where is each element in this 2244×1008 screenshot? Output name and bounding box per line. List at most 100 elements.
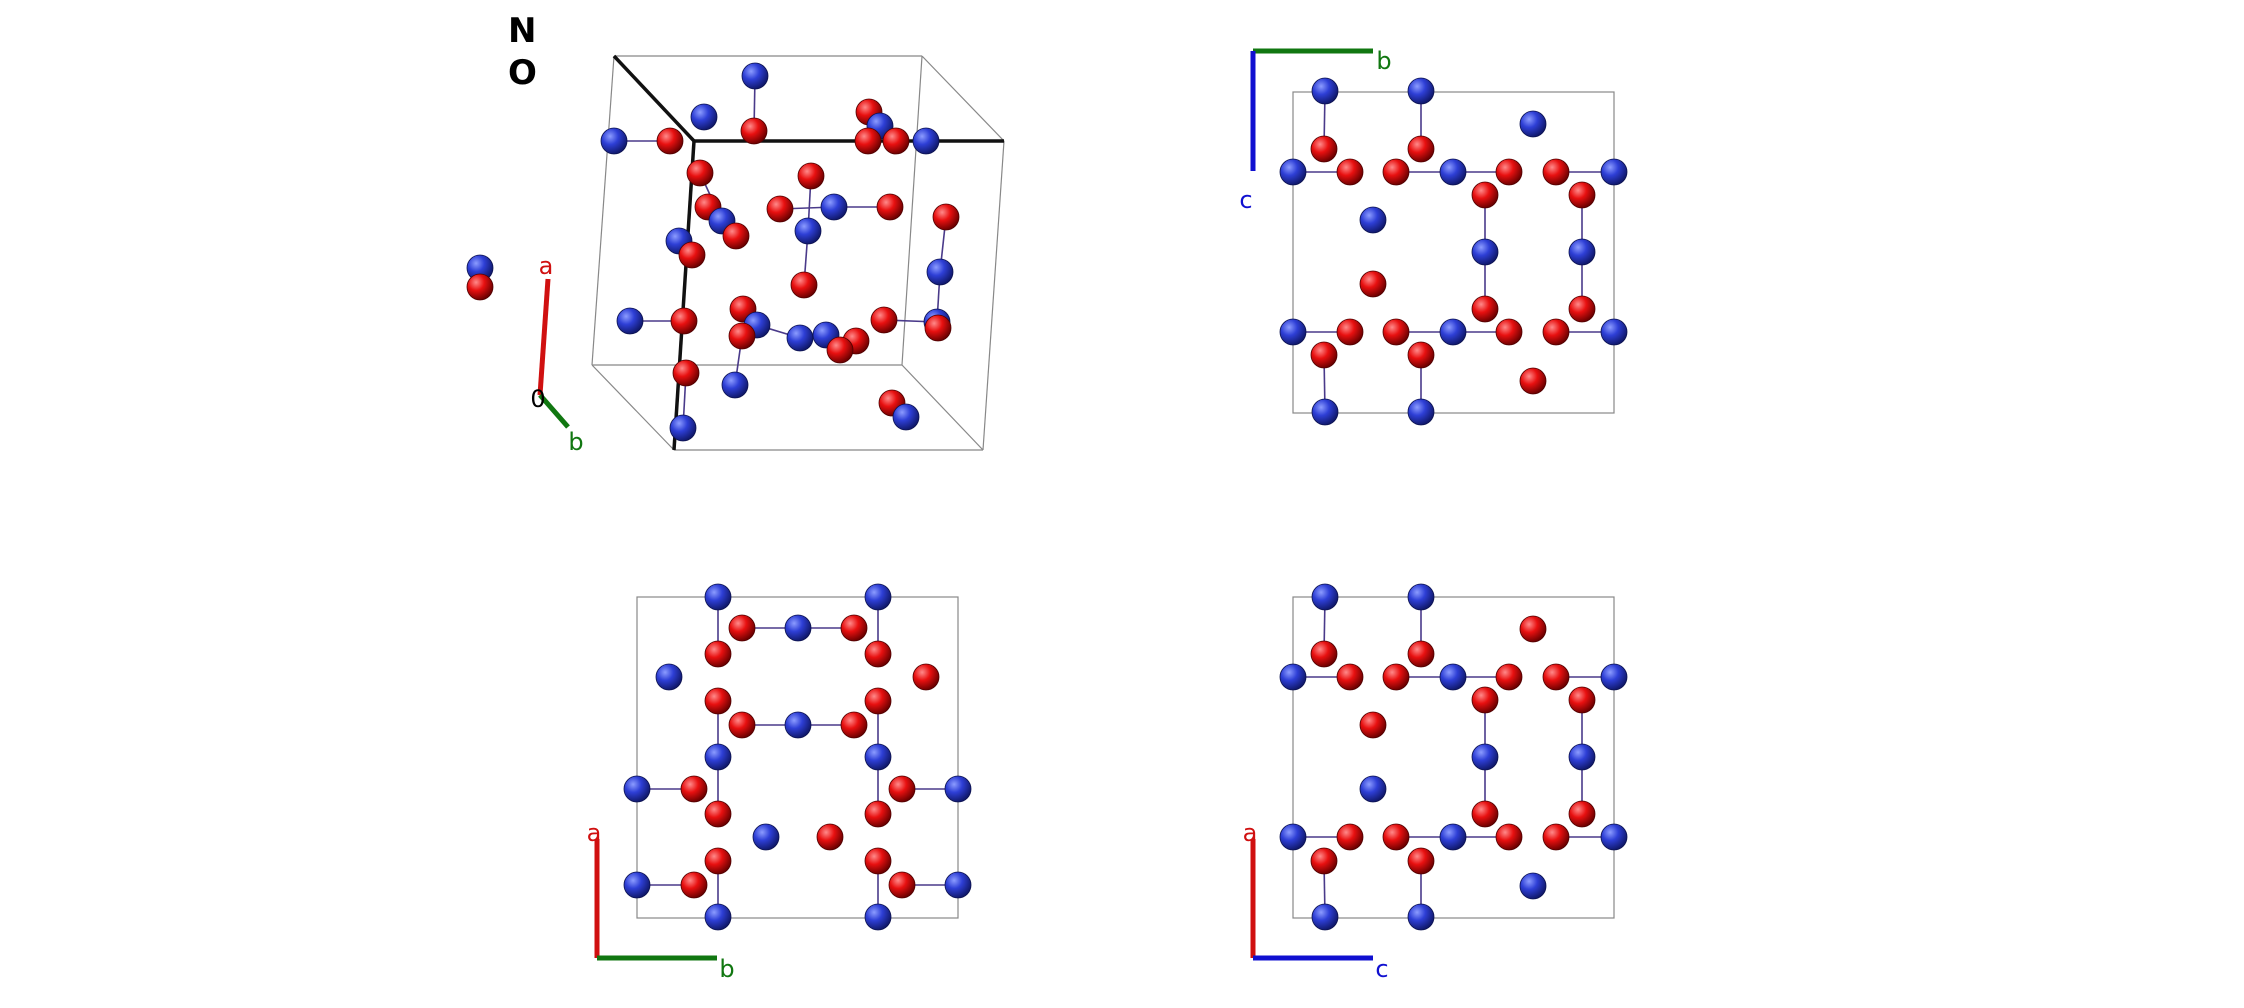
oxygen-atom [1407, 341, 1435, 369]
unit-cell-outline [636, 596, 959, 919]
nitrogen-atom [1439, 823, 1467, 851]
unit-cell-edge [591, 55, 615, 366]
oxygen-atom [864, 800, 892, 828]
oxygen-atom [870, 306, 898, 334]
oxygen-atom [766, 195, 794, 223]
nitrogen-atom [1407, 903, 1435, 931]
axis-a-label: a [539, 252, 554, 280]
nitrogen-atom [1311, 398, 1339, 426]
nitrogen-atom [623, 775, 651, 803]
oxygen-atom [1542, 663, 1570, 691]
unit-cell-edge [982, 140, 1005, 451]
oxygen-atom [728, 711, 756, 739]
oxygen-atom [1471, 800, 1499, 828]
nitrogen-atom [794, 217, 822, 245]
nitrogen-atom [1311, 77, 1339, 105]
nitrogen-atom [1600, 318, 1628, 346]
oxygen-atom [1407, 135, 1435, 163]
nitrogen-atom [1568, 743, 1596, 771]
oxygen-atom [728, 614, 756, 642]
unit-cell-edge [591, 364, 675, 451]
nitrogen-atom [721, 371, 749, 399]
oxygen-atom [1382, 823, 1410, 851]
oxygen-atom [840, 711, 868, 739]
unit-cell-layer [591, 54, 1615, 919]
nitrogen-atom [1439, 158, 1467, 186]
nitrogen-atom [1600, 823, 1628, 851]
nitrogen-atom [704, 903, 732, 931]
oxygen-atom [704, 640, 732, 668]
nitrogen-atom [892, 403, 920, 431]
oxygen-atom [797, 162, 825, 190]
oxygen-atom [672, 359, 700, 387]
nitrogen-atom [623, 871, 651, 899]
front-cell-edge [612, 54, 696, 143]
axis-a-label: a [587, 819, 602, 847]
oxygen-atom [680, 775, 708, 803]
panel-ab-projection [636, 596, 959, 919]
nitrogen-atom [944, 871, 972, 899]
oxygen-atom [1495, 823, 1523, 851]
oxygen-atom [680, 871, 708, 899]
oxygen-atom [924, 314, 952, 342]
nitrogen-atom [1359, 775, 1387, 803]
oxygen-atom [854, 127, 882, 155]
oxygen-atom [876, 193, 904, 221]
oxygen-atom [1407, 847, 1435, 875]
oxygen-atom [1310, 640, 1338, 668]
oxygen-atom [704, 687, 732, 715]
oxygen-atom [466, 273, 494, 301]
axis-b-label: b [719, 955, 734, 983]
nitrogen-atom [690, 103, 718, 131]
oxygen-atom [888, 871, 916, 899]
oxygen-atom [864, 847, 892, 875]
nitrogen-atom [1407, 398, 1435, 426]
nitrogen-atom [864, 583, 892, 611]
oxygen-atom [686, 159, 714, 187]
nitrogen-atom [784, 711, 812, 739]
oxygen-atom [1471, 295, 1499, 323]
axis-origin-label: 0 [530, 385, 545, 413]
axis-a-line [537, 278, 551, 396]
unit-cell-edge [901, 364, 984, 451]
oxygen-atom [656, 127, 684, 155]
oxygen-atom [1471, 686, 1499, 714]
oxygen-atom [888, 775, 916, 803]
unit-cell-edge [921, 55, 1005, 142]
oxygen-atom [1310, 847, 1338, 875]
oxygen-atom [1359, 711, 1387, 739]
nitrogen-atom [1407, 583, 1435, 611]
oxygen-atom [1382, 158, 1410, 186]
oxygen-atom [1519, 615, 1547, 643]
element-legend: N O [508, 10, 537, 94]
nitrogen-atom [1600, 158, 1628, 186]
axis-a-label: a [1243, 819, 1258, 847]
nitrogen-atom [1439, 318, 1467, 346]
nitrogen-atom [1311, 583, 1339, 611]
oxygen-atom [932, 203, 960, 231]
bond-layer [614, 75, 1614, 918]
oxygen-atom [790, 271, 818, 299]
oxygen-atom [1336, 318, 1364, 346]
axis-c-label: c [1375, 955, 1388, 983]
nitrogen-atom [704, 743, 732, 771]
oxygen-atom [704, 800, 732, 828]
nitrogen-atom [944, 775, 972, 803]
nitrogen-atom [741, 62, 769, 90]
nitrogen-atom [1519, 872, 1547, 900]
nitrogen-atom [1279, 318, 1307, 346]
legend-element-n: N [508, 11, 537, 51]
oxygen-atom [826, 336, 854, 364]
oxygen-atom [740, 117, 768, 145]
nitrogen-atom [1407, 77, 1435, 105]
oxygen-atom [912, 663, 940, 691]
nitrogen-atom [1311, 903, 1339, 931]
oxygen-atom [704, 847, 732, 875]
unit-cell-edge [901, 55, 923, 366]
oxygen-atom [1519, 367, 1547, 395]
oxygen-atom [864, 687, 892, 715]
axis-b-label: b [1376, 47, 1391, 75]
oxygen-atom [840, 614, 868, 642]
nitrogen-atom [784, 614, 812, 642]
oxygen-atom [1382, 318, 1410, 346]
